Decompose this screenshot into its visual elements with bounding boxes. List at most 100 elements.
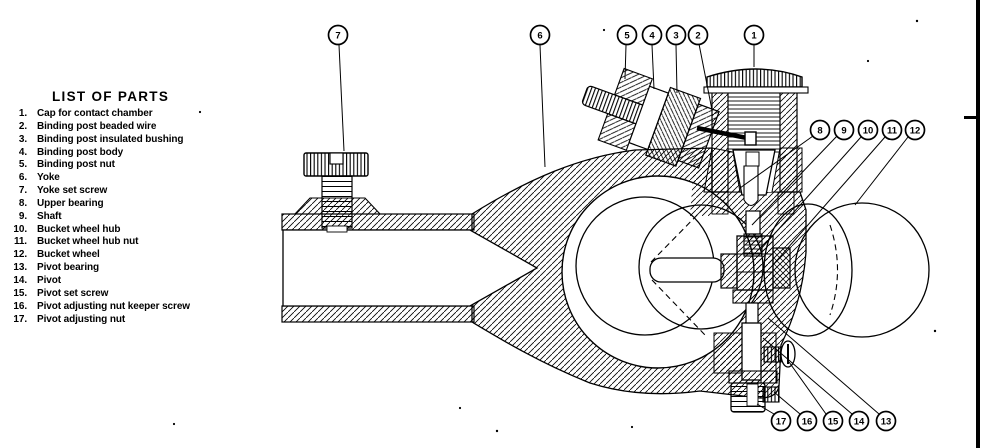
- part-label: Upper bearing: [37, 197, 104, 209]
- callout-16: 16: [796, 410, 818, 432]
- svg-text:15: 15: [828, 417, 839, 428]
- callout-13: 13: [875, 410, 897, 432]
- parts-list: LIST OF PARTS 1.Cap for contact chamber …: [10, 89, 266, 326]
- svg-text:14: 14: [854, 417, 865, 428]
- bucket-wheel-hub: [736, 235, 774, 291]
- parts-list-item: 15. Pivot set screw: [10, 288, 266, 301]
- svg-text:9: 9: [841, 126, 846, 137]
- parts-list-item: 7. Yoke set screw: [10, 185, 266, 198]
- svg-text:1: 1: [751, 31, 757, 42]
- svg-text:10: 10: [863, 126, 874, 137]
- parts-list-item: 6. Yoke: [10, 172, 266, 185]
- shaft: [745, 210, 761, 235]
- part-number: 10.: [13, 223, 27, 235]
- callout-9: 9: [833, 119, 855, 141]
- part-label: Binding post nut: [37, 159, 115, 171]
- part-number: 13.: [13, 262, 27, 274]
- callout-12: 12: [904, 119, 926, 141]
- part-label: Pivot: [37, 274, 61, 286]
- tick-mark: [964, 116, 976, 119]
- part-label: Bucket wheel hub nut: [37, 236, 139, 248]
- wheel-spoke-slot: [649, 257, 725, 283]
- part-number: 15.: [13, 287, 27, 299]
- bucket-wheel-hub-nut: [772, 247, 791, 289]
- keeper-screw: [762, 386, 780, 403]
- svg-text:13: 13: [881, 417, 892, 428]
- parts-list-item: 2. Binding post beaded wire: [10, 121, 266, 134]
- part-label: Yoke set screw: [37, 185, 108, 197]
- yoke-set-screw: [303, 152, 369, 233]
- callout-6: 6: [529, 24, 551, 46]
- callout-8: 8: [809, 119, 831, 141]
- callout-17: 17: [770, 410, 792, 432]
- part-label: Pivot set screw: [37, 287, 109, 299]
- parts-list-item: 11. Bucket wheel hub nut: [10, 236, 266, 249]
- parts-list-item: 14. Pivot: [10, 275, 266, 288]
- svg-text:4: 4: [649, 31, 655, 42]
- chamber-flare-left: [703, 147, 741, 193]
- contact-chamber-cap: [703, 68, 809, 94]
- adjusting-nut-collar: [728, 370, 778, 384]
- pivot-set-screw: [763, 340, 796, 368]
- parts-list-item: 17. Pivot adjusting nut: [10, 314, 266, 327]
- part-number: 11.: [13, 236, 27, 248]
- leader-lines: [338, 43, 909, 415]
- yoke-lower-boss: [713, 332, 743, 374]
- part-number: 5.: [18, 159, 27, 171]
- part-number: 9.: [18, 210, 27, 222]
- part-number: 17.: [13, 313, 27, 325]
- callout-15: 15: [822, 410, 844, 432]
- part-number: 1.: [18, 108, 27, 119]
- parts-list-item: 4. Binding post body: [10, 147, 266, 160]
- parts-list-item: 16.Pivot adjusting nut keeper screw: [10, 301, 266, 314]
- binding-post-body-flange: [677, 103, 720, 169]
- screw-slot: [329, 152, 344, 165]
- callout-3: 3: [665, 24, 687, 46]
- part-number: 2.: [18, 120, 27, 132]
- part-number: 7.: [18, 185, 27, 197]
- hub-flange: [720, 253, 738, 289]
- hidden-lines: [650, 205, 839, 337]
- svg-text:17: 17: [776, 417, 787, 428]
- svg-text:5: 5: [624, 31, 630, 42]
- svg-text:2: 2: [695, 31, 700, 42]
- parts-list-item: 8. Upper bearing: [10, 198, 266, 211]
- svg-text:7: 7: [335, 31, 340, 42]
- part-label: Cap for contact chamber: [37, 108, 153, 119]
- parts-list-item: 13. Pivot bearing: [10, 262, 266, 275]
- part-label: Binding post body: [37, 146, 124, 158]
- part-number: 14.: [13, 274, 27, 286]
- callout-10: 10: [857, 119, 879, 141]
- callout-bubbles: 7 6 5 4 3 2 1 8 9 10 11 12 17 16 15 14 1…: [327, 24, 926, 432]
- part-number: 6.: [18, 172, 27, 184]
- part-label: Bucket wheel hub: [37, 223, 121, 235]
- part-label: Binding post beaded wire: [37, 120, 157, 132]
- callout-5: 5: [616, 24, 638, 46]
- part-label: Pivot adjusting nut: [37, 313, 126, 325]
- scan-specks: [172, 19, 937, 433]
- binding-post-assembly: [581, 67, 720, 169]
- part-label: Yoke: [37, 172, 60, 184]
- svg-text:16: 16: [802, 417, 813, 428]
- parts-list-item: 9.Shaft: [10, 211, 266, 224]
- part-label: Pivot bearing: [37, 262, 100, 274]
- yoke-arm-bore: [282, 229, 539, 307]
- callout-14: 14: [848, 410, 870, 432]
- bucket-cup-right: [794, 202, 930, 338]
- right-border-line: [976, 0, 980, 448]
- part-label: Bucket wheel: [37, 249, 100, 261]
- part-label: Binding post insulated bushing: [37, 133, 184, 145]
- parts-list-item: 10. Bucket wheel hub: [10, 224, 266, 237]
- callout-7: 7: [327, 24, 349, 46]
- callout-1: 1: [743, 24, 765, 46]
- part-label: Pivot adjusting nut keeper screw: [37, 300, 190, 312]
- part-number: 8.: [18, 197, 27, 209]
- part-number: 4.: [18, 146, 27, 158]
- parts-list-item: 1. Cap for contact chamber: [10, 108, 266, 121]
- svg-text:12: 12: [910, 126, 921, 137]
- svg-text:3: 3: [673, 31, 678, 42]
- part-number: 12.: [13, 249, 27, 261]
- callout-4: 4: [641, 24, 663, 46]
- callout-11: 11: [881, 119, 903, 141]
